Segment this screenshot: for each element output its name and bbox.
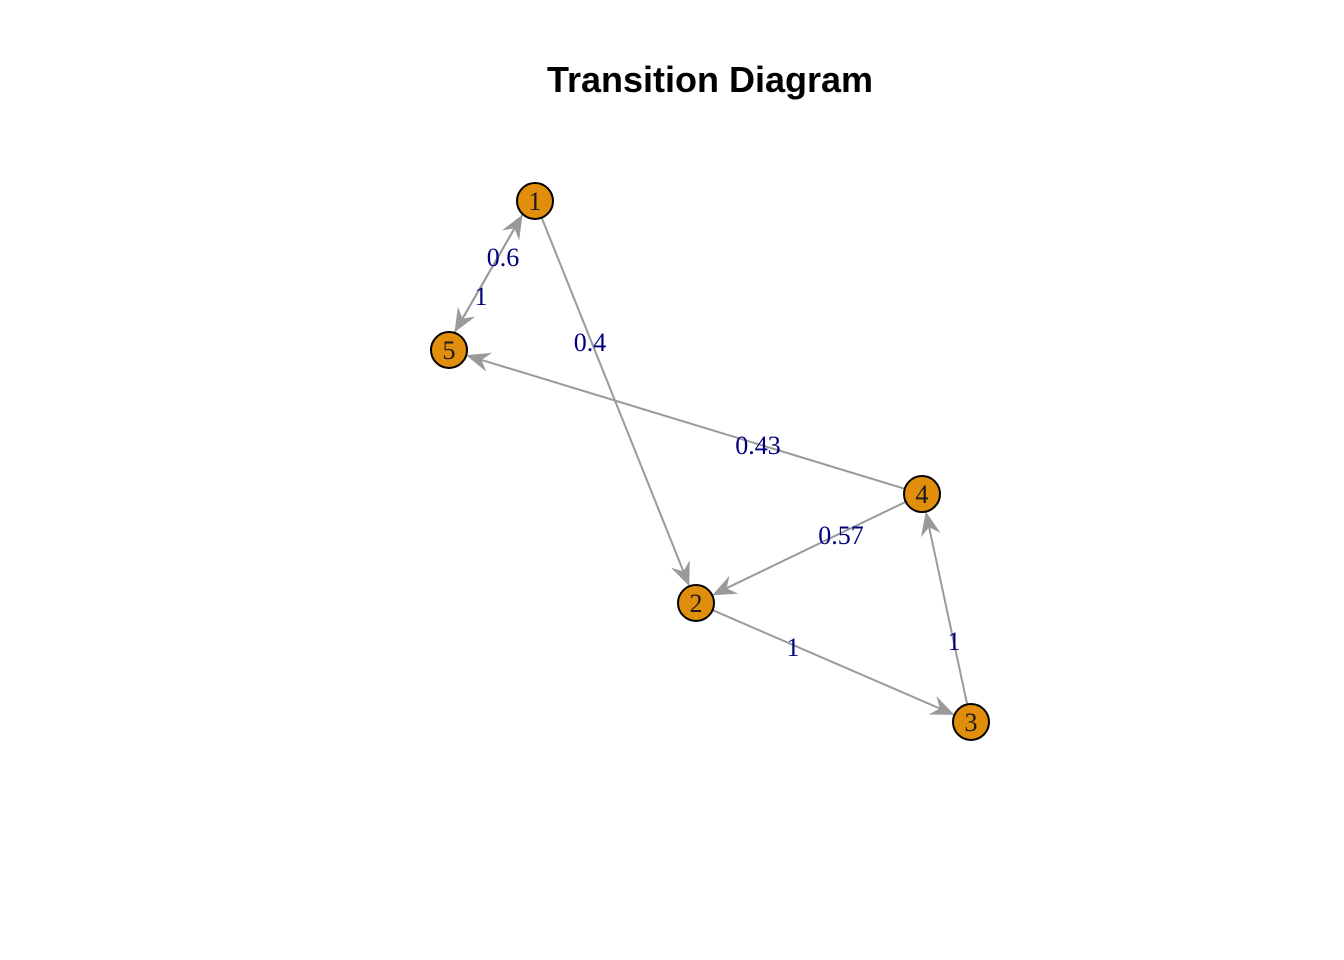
arrowhead-1-to-2 bbox=[671, 560, 690, 587]
node-2: 2 bbox=[677, 584, 715, 622]
edge-labels-layer: 0.6 1 0.4 0.43 0.57 1 1 bbox=[475, 243, 961, 662]
node-circle bbox=[677, 584, 715, 622]
node-circle bbox=[430, 331, 468, 369]
edge-label-5-to-1: 1 bbox=[475, 282, 488, 311]
node-label: 4 bbox=[916, 480, 929, 509]
nodes-layer: 1 2 3 4 5 bbox=[430, 182, 990, 741]
edge-label-1-to-5: 0.6 bbox=[487, 243, 520, 272]
node-label: 1 bbox=[529, 187, 542, 216]
node-3: 3 bbox=[952, 703, 990, 741]
node-4: 4 bbox=[903, 475, 941, 513]
node-5: 5 bbox=[430, 331, 468, 369]
node-label: 5 bbox=[443, 336, 456, 365]
arrowhead-3-to-4 bbox=[921, 511, 941, 538]
edge-5-to-1 bbox=[453, 227, 516, 333]
node-1: 1 bbox=[516, 182, 554, 220]
edge-1-to-2 bbox=[540, 217, 685, 572]
node-label: 3 bbox=[965, 708, 978, 737]
arrowhead-4-to-5 bbox=[466, 352, 493, 372]
edge-label-4-to-2: 0.57 bbox=[818, 521, 864, 550]
edge-3-to-4 bbox=[928, 526, 969, 705]
arrowhead-5-to-1 bbox=[501, 214, 523, 241]
edges-layer bbox=[453, 214, 969, 715]
arrowhead-1-to-5 bbox=[454, 306, 476, 333]
edge-4-to-5 bbox=[481, 358, 906, 490]
edge-label-4-to-5: 0.43 bbox=[735, 431, 781, 460]
edge-2-to-3 bbox=[712, 609, 941, 710]
edge-4-to-2 bbox=[726, 500, 907, 590]
diagram-title: Transition Diagram bbox=[547, 59, 873, 100]
edge-label-2-to-3: 1 bbox=[787, 633, 800, 662]
edge-label-1-to-2: 0.4 bbox=[574, 328, 607, 357]
node-label: 2 bbox=[690, 589, 703, 618]
arrowhead-4-to-2 bbox=[712, 575, 739, 596]
arrowhead-2-to-3 bbox=[928, 696, 955, 715]
node-circle bbox=[952, 703, 990, 741]
node-circle bbox=[516, 182, 554, 220]
edge-label-3-to-4: 1 bbox=[948, 627, 961, 656]
node-circle bbox=[903, 475, 941, 513]
